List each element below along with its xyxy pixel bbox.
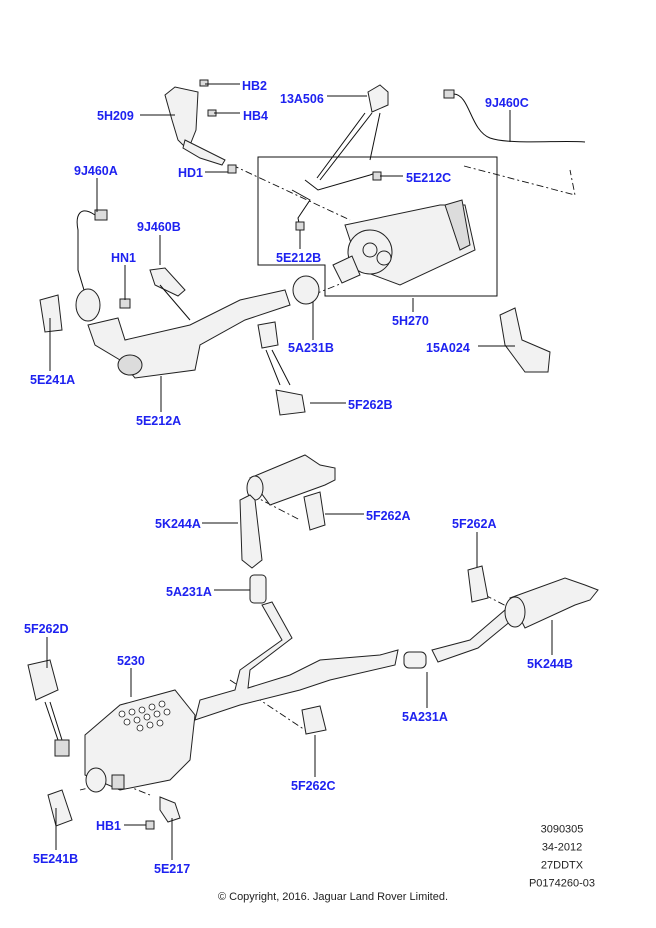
callout-9j460a[interactable]: 9J460A: [74, 164, 118, 178]
nut-hn1: [119, 298, 131, 309]
callout-9j460b[interactable]: 9J460B: [137, 220, 181, 234]
y-pipe: [194, 601, 399, 721]
hanger-5f262a: [467, 565, 489, 603]
callout-hb2[interactable]: HB2: [242, 79, 268, 93]
callout-hd1[interactable]: HD1: [178, 166, 204, 180]
copyright-notice: © Copyright, 2016. Jaguar Land Rover Lim…: [217, 891, 449, 903]
hanger-rubber: [54, 739, 70, 757]
assembly-group-box: [257, 156, 498, 297]
alignment-line: [484, 594, 511, 609]
pipe-13a506: [291, 84, 389, 231]
hanger-5f262b: [257, 321, 306, 416]
reference-illustration-id: P0174260-03: [528, 877, 596, 890]
muffler-5k244b: [504, 577, 599, 629]
callout-5f262d[interactable]: 5F262D: [24, 622, 69, 636]
callout-15a024[interactable]: 15A024: [426, 341, 470, 355]
tail-pipe: [431, 609, 513, 663]
callout-5a231a-right[interactable]: 5A231A: [402, 710, 448, 724]
sensor-9j460b: [149, 267, 191, 321]
callout-5e217[interactable]: 5E217: [154, 862, 191, 876]
hanger-rubber: [111, 774, 125, 790]
callout-5k244b[interactable]: 5K244B: [527, 657, 573, 671]
muffler-5k244a: [239, 454, 336, 569]
callout-5e212c[interactable]: 5E212C: [406, 171, 452, 185]
callout-5h209[interactable]: 5H209: [97, 109, 134, 123]
callout-5e212a[interactable]: 5E212A: [136, 414, 182, 428]
clamp-5a231a: [403, 651, 427, 669]
callout-hb1[interactable]: HB1: [96, 819, 122, 833]
clamp-5a231b: [292, 275, 320, 305]
hanger-5f262d: [27, 659, 59, 701]
bolt-hb1: [145, 820, 155, 830]
callout-9j460c[interactable]: 9J460C: [485, 96, 529, 110]
callout-5f262a-right[interactable]: 5F262A: [452, 517, 497, 531]
silencer-5230: [84, 689, 196, 793]
callout-hn1[interactable]: HN1: [111, 251, 137, 265]
bracket-5h209: [164, 79, 237, 174]
gasket-5e241a: [39, 294, 63, 333]
sensor-5e217: [159, 796, 181, 823]
catalyst-5e212a: [75, 288, 291, 379]
leader-lines: [46, 83, 553, 860]
alignment-line: [251, 494, 301, 521]
callout-5f262c[interactable]: 5F262C: [291, 779, 336, 793]
hanger-5f262c: [301, 705, 327, 735]
hanger-5f262a: [303, 491, 326, 531]
bracket-15a024: [499, 307, 551, 373]
alignment-line: [463, 165, 576, 196]
alignment-line: [231, 164, 351, 221]
particulate-filter-5h270: [332, 199, 476, 286]
callout-5a231a[interactable]: 5A231A: [166, 585, 212, 599]
callout-5e212b[interactable]: 5E212B: [276, 251, 322, 265]
callout-5e241b[interactable]: 5E241B: [33, 852, 79, 866]
alignment-line: [299, 283, 341, 301]
callout-5a231b[interactable]: 5A231B: [288, 341, 334, 355]
sensor-9j460c: [443, 89, 586, 143]
reference-date: 34-2012: [541, 841, 583, 854]
clamp-5a231a: [249, 574, 267, 604]
callout-5h270[interactable]: 5H270: [392, 314, 429, 328]
callout-hb4[interactable]: HB4: [243, 109, 269, 123]
callout-5230[interactable]: 5230: [117, 654, 145, 668]
reference-model: 27DDTX: [540, 859, 584, 872]
callout-5k244a[interactable]: 5K244A: [155, 517, 201, 531]
callout-5f262a[interactable]: 5F262A: [366, 509, 411, 523]
sensor-9j460a: [76, 209, 108, 301]
reference-code: 3090305: [540, 823, 584, 836]
callout-5f262b[interactable]: 5F262B: [348, 398, 393, 412]
callout-5e241a[interactable]: 5E241A: [30, 373, 76, 387]
callout-13a506[interactable]: 13A506: [280, 92, 324, 106]
gasket-5e241b: [47, 789, 73, 827]
